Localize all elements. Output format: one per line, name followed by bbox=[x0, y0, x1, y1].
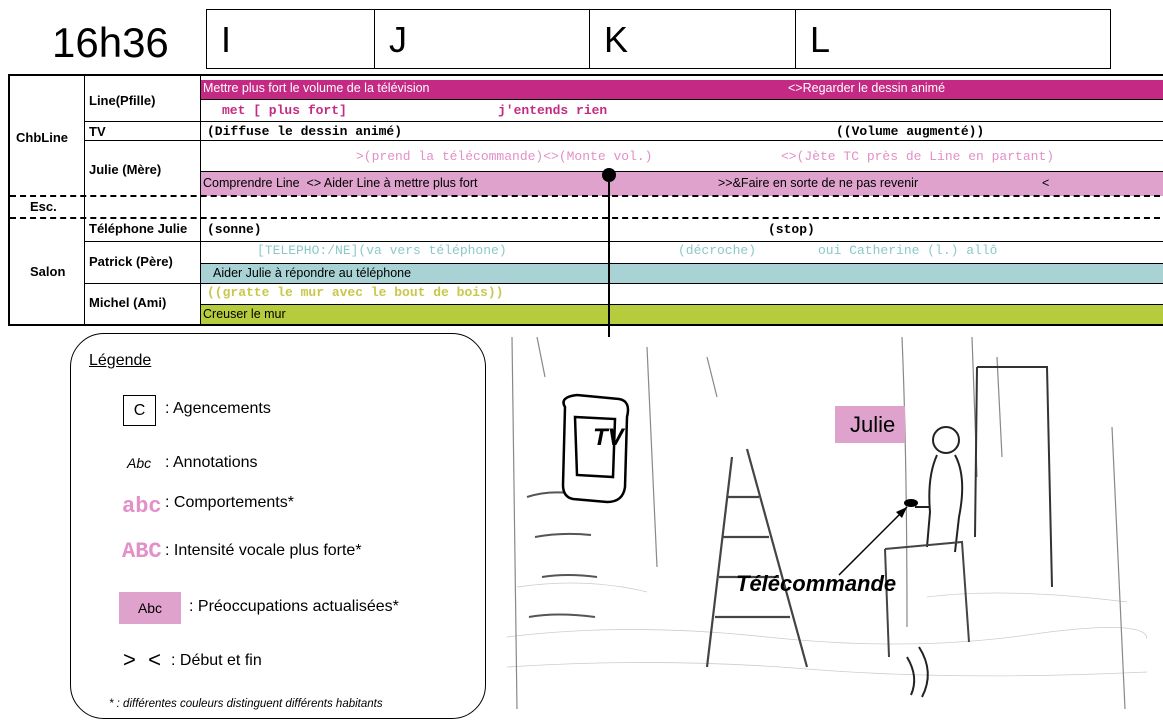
actor-tv: TV bbox=[89, 124, 106, 139]
location-chbline: ChbLine bbox=[16, 130, 68, 145]
agencement-k: K bbox=[589, 9, 796, 69]
telephone-behavior-1: (sonne) bbox=[207, 222, 262, 237]
legend-intensite-label: : Intensité vocale plus forte* bbox=[165, 542, 362, 559]
actor-michel: Michel (Ami) bbox=[89, 295, 167, 310]
actor-patrick: Patrick (Père) bbox=[89, 254, 173, 269]
legend-title: Légende bbox=[89, 352, 152, 369]
patrick-behavior-1: [TELEPHO:/NE](va vers téléphone) bbox=[257, 243, 507, 258]
person-sketch bbox=[906, 426, 964, 698]
legend-annotation-sample: Abc bbox=[127, 455, 152, 471]
telecommande-label: Télécommande bbox=[736, 571, 896, 596]
legend-comportement-sample: abc bbox=[122, 494, 162, 519]
julie-preoccupation-band bbox=[200, 171, 1163, 196]
patrick-behavior-3: oui Catherine (l.) allô bbox=[818, 243, 998, 258]
legend-agencement-sample: C bbox=[123, 395, 156, 426]
legend-preoc-sample: Abc bbox=[119, 592, 181, 624]
legend-debut-sample: > < bbox=[123, 647, 161, 672]
patrick-preoccupation: Aider Julie à répondre au téléphone bbox=[213, 266, 412, 280]
patrick-behavior-2: (décroche) bbox=[678, 243, 757, 258]
location-salon: Salon bbox=[30, 264, 66, 279]
actor-julie: Julie (Mère) bbox=[89, 162, 162, 177]
location-esc: Esc. bbox=[30, 199, 57, 214]
legend-footnote: * : différentes couleurs distinguent dif… bbox=[109, 698, 383, 710]
patrick-preoccupation-band bbox=[200, 263, 1163, 283]
actor-line: Line(Pfille) bbox=[89, 93, 156, 108]
line-preoccupation-band bbox=[200, 80, 1163, 99]
line-preoccupation-1: Mettre plus fort le volume de la télévis… bbox=[203, 81, 430, 95]
legend-annotation-label: : Annotations bbox=[165, 454, 258, 471]
tv-behavior-1: (Diffuse le dessin animé) bbox=[207, 124, 403, 139]
legend-agencement-label: : Agencements bbox=[165, 400, 271, 417]
legend-preoc-label: : Préoccupations actualisées* bbox=[189, 598, 399, 615]
line-behavior-1: met [ plus fort] bbox=[222, 103, 347, 118]
legend-comportement-label: : Comportements* bbox=[165, 494, 294, 511]
michel-preoccupation: Creuser le mur bbox=[203, 307, 286, 321]
legend-box: Légende C : Agencements Abc : Annotation… bbox=[70, 333, 486, 719]
telephone-behavior-2: (stop) bbox=[768, 222, 815, 237]
julie-behavior-2: <>(Jète TC près de Line en partant) bbox=[781, 149, 1055, 164]
activity-table: ChbLine Esc. Salon Line(Pfille) TV Julie… bbox=[8, 74, 1163, 326]
tv-label: TV bbox=[593, 424, 626, 451]
julie-label-box bbox=[835, 406, 905, 443]
tv-behavior-2: ((Volume augmenté)) bbox=[836, 124, 985, 139]
legend-intensite-sample: ABC bbox=[122, 539, 162, 564]
julie-preoccupation-1: Comprendre Line <> Aider Line à mettre p… bbox=[203, 176, 478, 190]
michel-behavior: ((gratte le mur avec le bout de bois)) bbox=[207, 285, 504, 300]
actor-telephone: Téléphone Julie bbox=[89, 221, 188, 236]
line-behavior-2: j'entends rien bbox=[498, 103, 608, 118]
michel-preoccupation-band bbox=[200, 304, 1163, 324]
julie-preoccupation-3: < bbox=[1042, 176, 1050, 190]
agencement-l: L bbox=[795, 9, 1111, 69]
julie-label: Julie bbox=[850, 412, 895, 437]
scene-sketch: TV Julie Télécommande bbox=[506, 336, 1148, 710]
julie-behavior-1: >(prend la télécommande)<>(Monte vol.) bbox=[356, 149, 653, 164]
scene-photo: TV Julie Télécommande bbox=[506, 336, 1148, 710]
line-preoccupation-2: <>Regarder le dessin animé bbox=[788, 81, 946, 95]
legend-debut-label: : Début et fin bbox=[171, 652, 262, 669]
time-label: 16h36 bbox=[52, 19, 169, 66]
julie-preoccupation-2: >>&Faire en sorte de ne pas revenir bbox=[718, 176, 919, 190]
